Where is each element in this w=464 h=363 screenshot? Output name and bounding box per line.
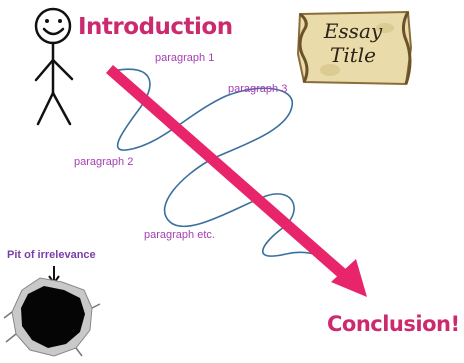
essay-scroll-icon — [296, 10, 413, 86]
essay-title-text: Essay Title — [296, 19, 410, 67]
pit-hole-icon — [3, 266, 101, 357]
paragraph-3-label: paragraph 3 — [228, 83, 288, 95]
introduction-label: Introduction — [78, 14, 233, 40]
paragraph-1-label: paragraph 1 — [155, 52, 215, 64]
conclusion-label: Conclusion! — [327, 312, 460, 336]
essay-title-line-2: Title — [329, 43, 376, 67]
progress-arrow — [106, 65, 367, 297]
paragraph-etc-label: paragraph etc. — [144, 229, 215, 241]
stick-figure-icon — [34, 7, 74, 126]
essay-title-line-1: Essay — [323, 19, 383, 43]
pit-of-irrelevance-label: Pit of irrelevance — [7, 249, 96, 261]
paragraph-2-label: paragraph 2 — [74, 156, 134, 168]
